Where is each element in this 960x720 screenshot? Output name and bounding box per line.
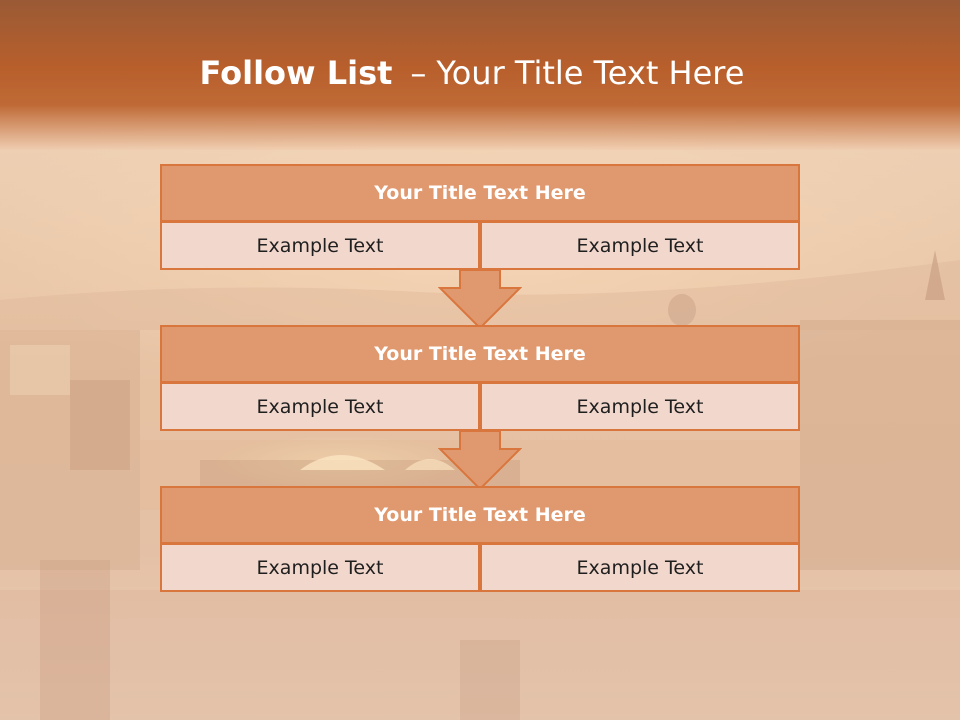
row-right-text: Example Text xyxy=(480,543,800,592)
slide-title-bold: Follow List xyxy=(199,54,393,92)
down-arrow-icon xyxy=(438,431,522,491)
row-title: Your Title Text Here xyxy=(160,325,800,383)
header-band xyxy=(0,0,960,150)
row-left-text: Example Text xyxy=(160,543,480,592)
list-row: Your Title Text Here Example Text Exampl… xyxy=(160,486,800,592)
slide-title-separator: – xyxy=(410,54,427,92)
row-title: Your Title Text Here xyxy=(160,164,800,222)
row-title: Your Title Text Here xyxy=(160,486,800,544)
row-left-text: Example Text xyxy=(160,382,480,431)
row-left-text: Example Text xyxy=(160,221,480,270)
list-row: Your Title Text Here Example Text Exampl… xyxy=(160,325,800,431)
down-arrow-icon xyxy=(438,270,522,330)
row-right-text: Example Text xyxy=(480,382,800,431)
slide-title-rest: Your Title Text Here xyxy=(436,54,745,92)
list-row: Your Title Text Here Example Text Exampl… xyxy=(160,164,800,270)
slide-title: Follow List–Your Title Text Here xyxy=(0,54,944,92)
row-right-text: Example Text xyxy=(480,221,800,270)
